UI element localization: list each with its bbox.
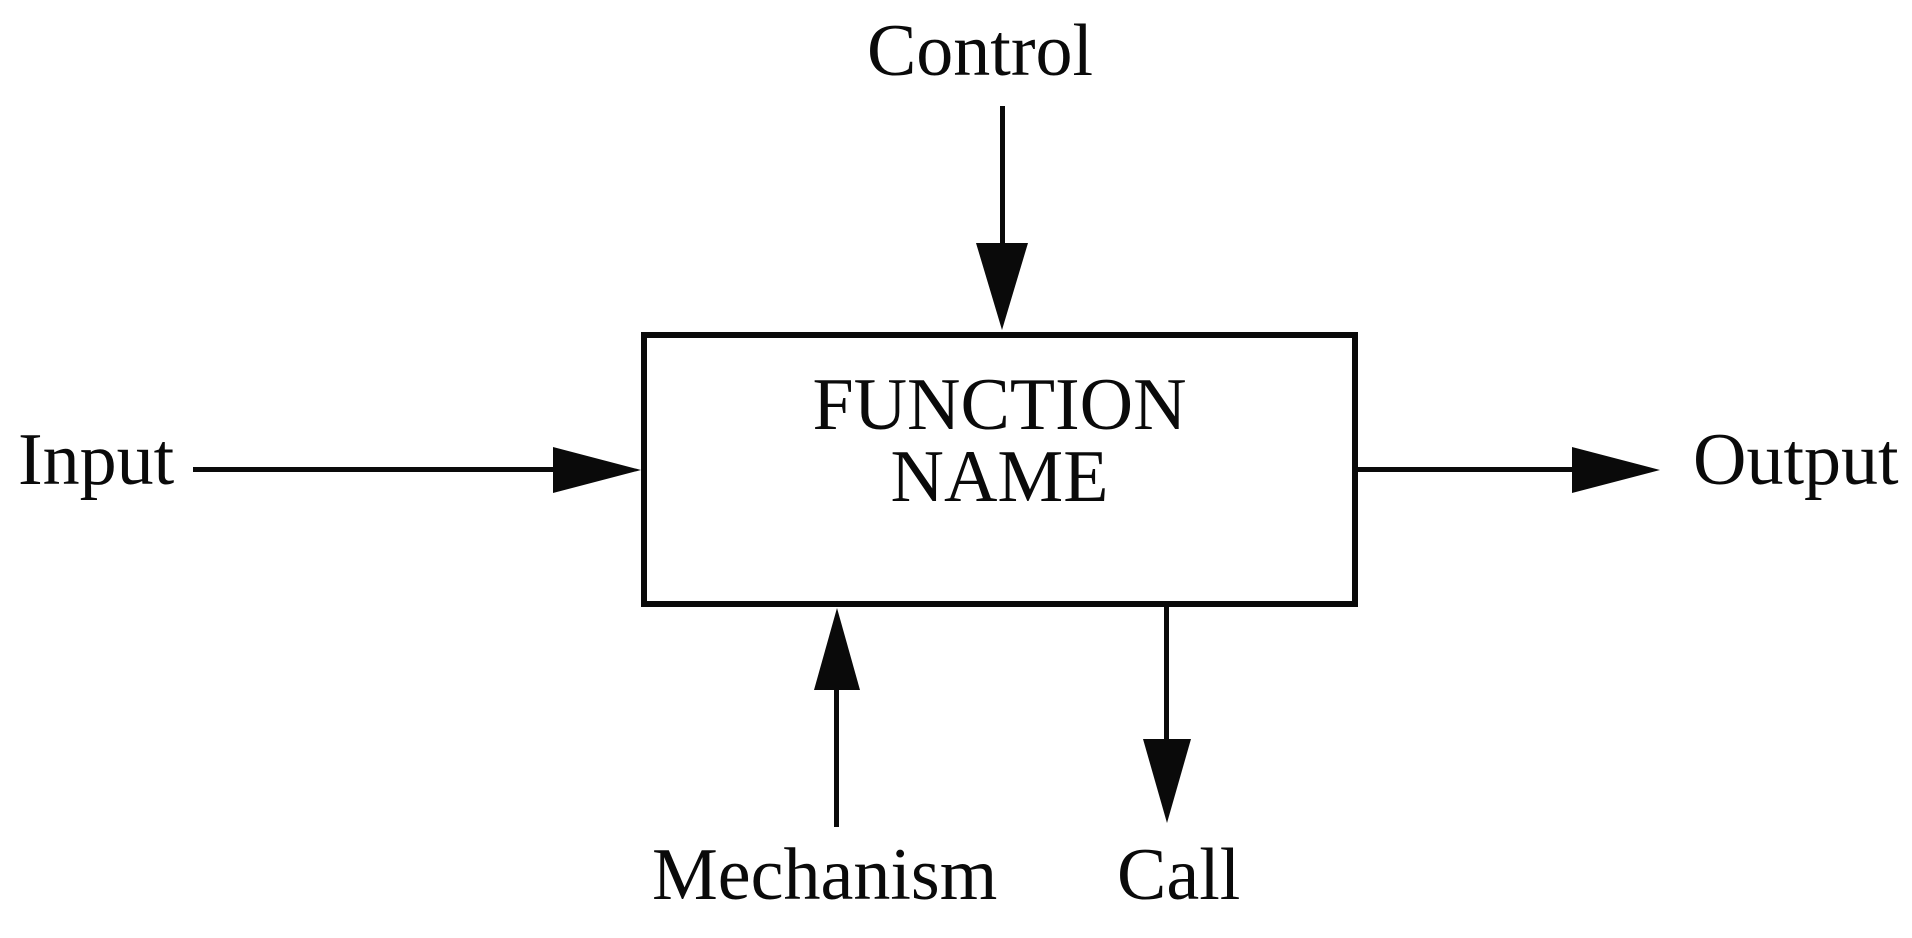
mechanism-arrow-shaft	[834, 688, 839, 827]
call-label: Call	[1117, 834, 1241, 916]
function-name-line1: FUNCTION	[812, 364, 1187, 446]
function-box	[641, 332, 1358, 607]
control-label: Control	[866, 10, 1094, 92]
function-name-line2: NAME	[890, 436, 1109, 518]
arrow-up-icon	[814, 608, 860, 690]
input-arrow-shaft	[193, 467, 558, 472]
function-box-title: FUNCTION NAME	[641, 364, 1358, 518]
arrow-right-icon	[1572, 447, 1660, 493]
control-arrow-shaft	[1000, 106, 1005, 246]
arrow-down-icon	[1143, 739, 1191, 823]
input-label: Input	[18, 419, 175, 501]
call-arrow-shaft	[1164, 603, 1169, 743]
arrow-down-icon	[976, 243, 1028, 330]
arrow-right-icon	[553, 447, 641, 493]
mechanism-label: Mechanism	[652, 834, 998, 916]
output-label: Output	[1693, 419, 1899, 501]
output-arrow-shaft	[1358, 467, 1573, 472]
